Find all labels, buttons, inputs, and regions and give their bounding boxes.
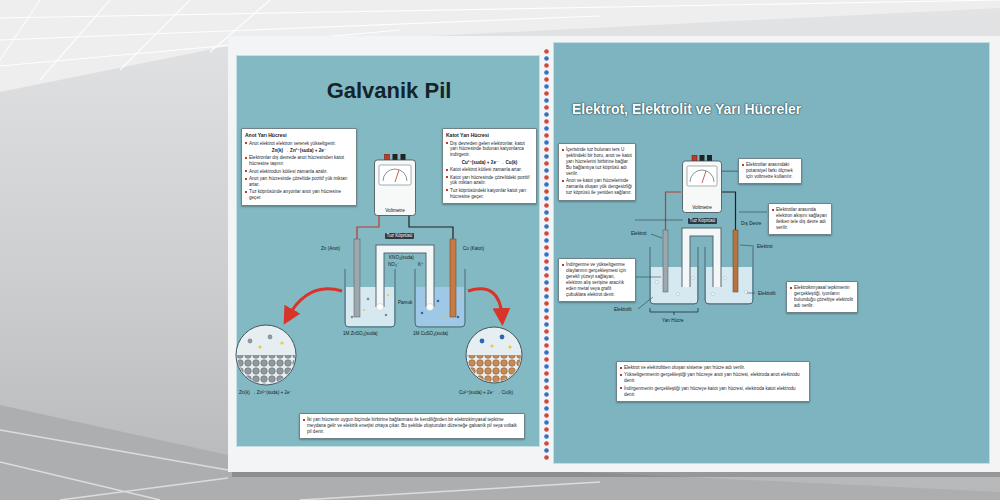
device-label: Voltmetre: [682, 205, 722, 211]
info-box: Katot Yarı HücresiDış devreden gelen ele…: [442, 128, 537, 204]
bullet-text: İki yarı hücrenin uygun biçimde birbirin…: [303, 417, 521, 435]
bullet-text: Tuz köprüsünde anyonlar anot yarı hücres…: [245, 189, 353, 201]
bullet-text: Elektrokimyasal tepkimenin gerçekleştiği…: [790, 285, 854, 309]
info-box: Anot Yarı HücresiAnot elektrot elektron …: [241, 128, 357, 206]
info-box: İçerisinde tuz bulunan ters U şeklindeki…: [558, 143, 636, 201]
part-label: Elektrot: [631, 231, 647, 237]
bullet-text: Katot yarı hücresinde çözeltideki poziti…: [446, 175, 533, 187]
box-heading: Katot Yarı Hücresi: [446, 132, 533, 139]
part-label: NO₃⁻: [388, 262, 399, 268]
voltmeter-symbol: [374, 154, 416, 216]
part-label: Cu (Katot): [463, 246, 489, 252]
part-label: Zn(k) → Zn²⁺(suda) + 2e⁻: [239, 390, 292, 396]
voltmeter-body: [683, 161, 722, 213]
bullet-text: Elektrot ve elektrolitten oluşan sisteme…: [620, 365, 806, 371]
info-box: Elektrotlar arasında elektron akışını sa…: [768, 203, 832, 235]
dial-scale: [690, 170, 714, 182]
part-label: Pamuk: [398, 300, 412, 306]
bullet-text: Anot elektrot elektron vererek yükseltge…: [245, 141, 353, 147]
info-box: İndirgenme ve yükseltgenme olaylarının g…: [558, 258, 636, 302]
bullet-text: İndirgenmenin gerçekleştiği yarı hücreye…: [620, 386, 806, 398]
part-label: 1M CuSO₄(suda): [413, 331, 448, 337]
part-label: 1M ZnSO₄(suda): [343, 331, 378, 337]
part-label: Yarı Hücre: [662, 318, 684, 324]
reaction-equation: Cu²⁺(suda) + 2e⁻ → Cu(k): [446, 160, 533, 166]
voltmeter-dial: [379, 165, 411, 185]
part-label: Elektrot: [757, 244, 773, 250]
info-box: Elektrotlar arasındaki potansiyel farkı …: [738, 158, 802, 184]
bullet-text: Katot elektrot kütlesi zamanla artar.: [446, 167, 533, 173]
bullet-text: Anot yarı hücresinde çözeltide pozitif y…: [245, 176, 353, 188]
bullet-text: Elektrotlar arasındaki potansiyel farkı …: [742, 162, 798, 180]
voltmeter-body: [375, 160, 416, 216]
box-heading: Anot Yarı Hücresi: [245, 132, 353, 139]
voltmeter-dial: [687, 166, 717, 186]
voltmeter: Voltmetre: [682, 155, 722, 213]
panel-title: Galvanik Pil: [237, 78, 541, 104]
bullet-text: İndirgenme ve yükseltgenme olaylarının g…: [562, 262, 632, 298]
voltmeter-symbol: [682, 155, 722, 213]
part-label: K⁺: [418, 262, 424, 268]
bullet-text: Dış devreden gelen elektronlar, katot ya…: [446, 141, 533, 159]
leader-connector: [722, 171, 738, 172]
part-label: Zn (Anot): [321, 246, 343, 252]
part-label: Elektrolit: [614, 307, 632, 313]
part-label: Elektrolit: [758, 291, 776, 297]
panel-title: Elektrot, Elektrolit ve Yarı Hücreler: [572, 101, 801, 118]
part-label: Cu²⁺(suda) + 2e⁻ → Cu(k): [459, 390, 513, 396]
bullet-text: Elektronlar dış devrede anot hücresinden…: [245, 155, 353, 167]
part-label: KNO₃(suda): [389, 255, 414, 261]
voltmeter: Voltmetre: [374, 154, 416, 216]
bullet-text: Yükseltgenmenin gerçekleştiği yarı hücre…: [620, 372, 806, 384]
bullet-text: Tuz köprüsündeki katyonlar katot yarı hü…: [446, 188, 533, 200]
device-label: Voltmetre: [374, 208, 416, 214]
dial-needle: [702, 171, 706, 183]
reaction-equation: Zn(k) → Zn²⁺(suda) + 2e⁻: [245, 148, 353, 154]
dial-scale: [383, 169, 407, 181]
info-box: İki yarı hücrenin uygun biçimde birbirin…: [299, 413, 525, 439]
bullet-text: Elektrotlar arasında elektron akışını sa…: [772, 207, 828, 231]
bullet-text: Anot ve katot yarı hücrelerinde zamanla …: [562, 178, 632, 196]
dial-needle: [395, 170, 399, 182]
info-box: Elektrokimyasal tepkimenin gerçekleştiği…: [786, 281, 858, 313]
bullet-text: Anot elektrodun kütlesi zamanla azalır.: [245, 169, 353, 175]
part-label: Tuz Köprüsü: [688, 218, 717, 224]
poster-panel: Elektrot, Elektrolit ve Yarı Hücrelerİçe…: [553, 42, 990, 464]
bullet-text: İçerisinde tuz bulunan ters U şeklindeki…: [562, 147, 632, 177]
part-label: Dış Devre: [741, 221, 761, 227]
part-label: Tuz Köprüsü: [385, 233, 414, 239]
info-box: Elektrot ve elektrolitten oluşan sisteme…: [616, 361, 810, 402]
